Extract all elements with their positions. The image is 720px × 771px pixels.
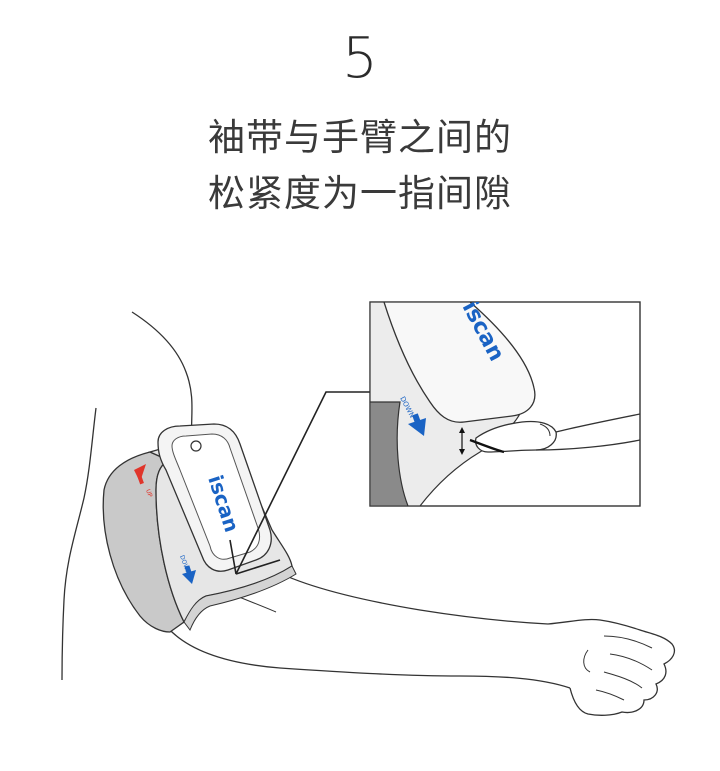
hand-outline (547, 618, 676, 716)
up-arrow-icon (134, 464, 146, 485)
monitor-face (171, 433, 261, 560)
finger-lines (595, 635, 653, 701)
down-arrow-icon (182, 565, 196, 584)
thumb-outline (583, 649, 591, 673)
arm-topside-outline (265, 565, 549, 625)
monitor-button (190, 440, 202, 452)
step-number: 5 (342, 26, 378, 91)
inset-monitor (383, 302, 536, 423)
inset-down-arrow-icon (408, 413, 426, 436)
inset-detail: iscan DOWN (369, 301, 641, 507)
inset-forearm (535, 413, 640, 451)
instruction-line-1: 袖带与手臂之间的 (208, 116, 512, 159)
inset-finger (474, 420, 557, 453)
gap-indicator-icon (459, 427, 465, 455)
monitor-device: iscan (157, 423, 272, 572)
arm-underside-outline (167, 627, 571, 689)
torso-outline (61, 407, 97, 681)
inset-nail (539, 423, 551, 437)
shoulder-outline (131, 311, 193, 439)
callout-pointer (229, 391, 370, 575)
cuff-up-label: UP (144, 488, 153, 498)
cuff-bottom-band (183, 565, 297, 632)
instruction-line-2: 松紧度为一指间隙 (208, 172, 512, 215)
inset-gap-line (469, 438, 505, 454)
